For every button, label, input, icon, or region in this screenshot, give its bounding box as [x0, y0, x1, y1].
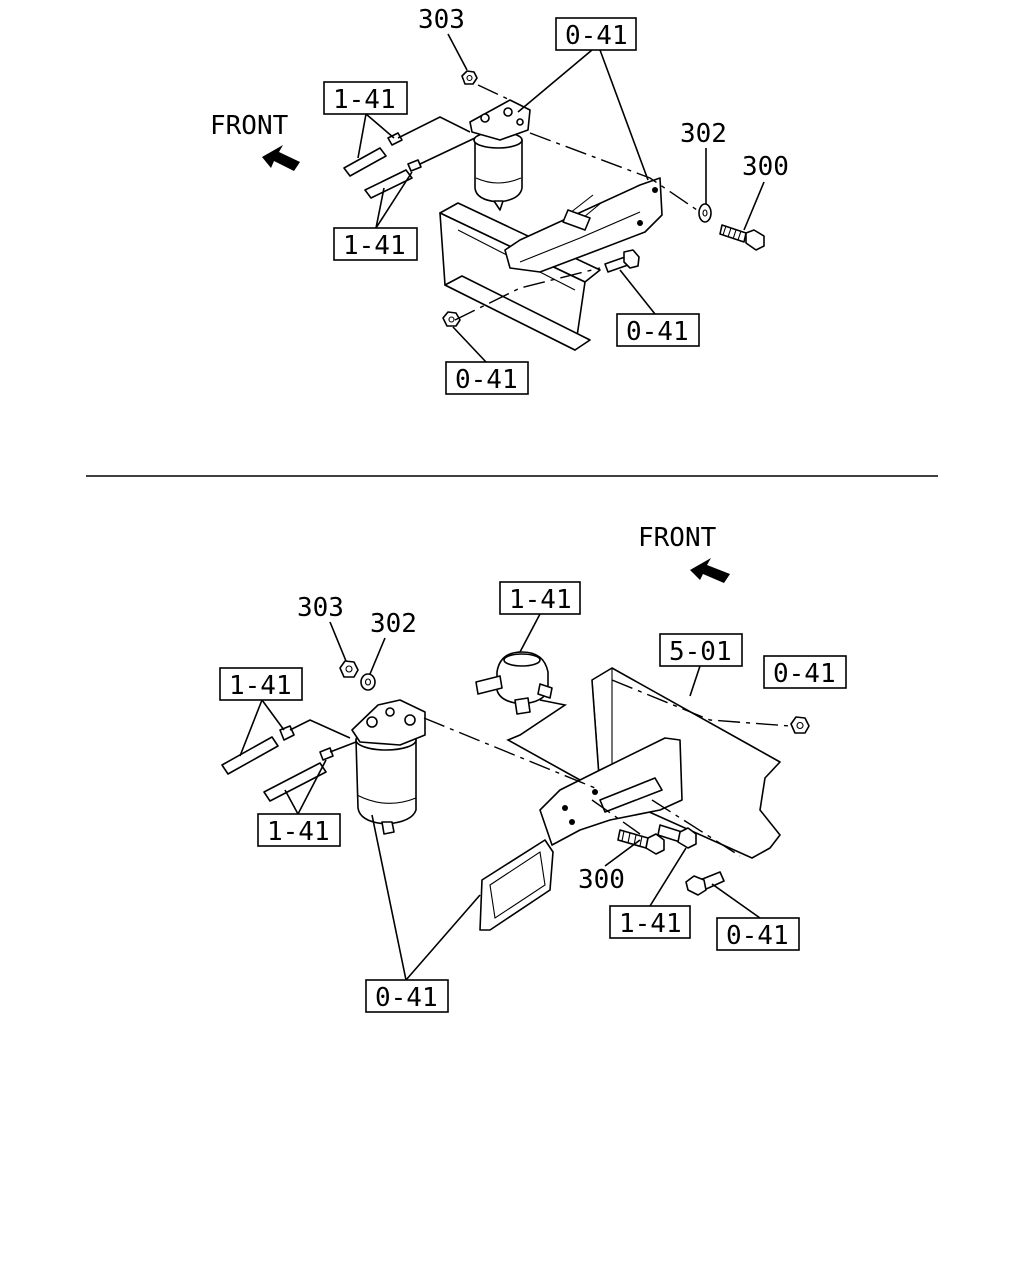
- upper-hose-a: [343, 132, 403, 177]
- upper-callout-300: 300: [742, 152, 789, 182]
- lower-hose-b: [263, 747, 334, 802]
- upper-front-arrow-icon: [262, 145, 300, 171]
- lower-dash-bolt: [591, 799, 641, 835]
- lower-bracket: [479, 737, 683, 931]
- upper-callout-302: 302: [680, 119, 727, 149]
- lower-box-141-top: [499, 581, 581, 615]
- lower-box-141-left-a-text: 1-41: [229, 671, 292, 701]
- upper-bolt-300-icon: [719, 224, 765, 251]
- upper-box-141-a-text: 1-41: [333, 85, 396, 115]
- lower-nut-303-icon: [339, 660, 359, 678]
- upper-leader-041-bottom: [452, 326, 487, 363]
- lower-leader-501: [689, 665, 701, 697]
- lower-leader-041-bottom: [371, 814, 481, 981]
- upper-leader-303: [447, 33, 468, 71]
- upper-front-label: FRONT: [210, 111, 289, 141]
- upper-box-041-right: [616, 313, 700, 347]
- upper-view: FRONT: [210, 5, 789, 395]
- upper-callout-303: 303: [418, 5, 465, 35]
- lower-box-041-right: [763, 655, 847, 689]
- lower-box-141-left-a: [219, 667, 303, 701]
- lower-callout-302: 302: [370, 609, 417, 639]
- lower-leader-302: [369, 637, 386, 675]
- upper-nut-lower-icon: [442, 311, 461, 327]
- upper-dash-302: [529, 132, 698, 211]
- lower-box-141-top-text: 1-41: [509, 585, 572, 615]
- upper-leader-300: [743, 181, 765, 231]
- lower-box-041-right-text: 0-41: [773, 659, 836, 689]
- lower-leader-300: [604, 839, 641, 867]
- lower-front-arrow-icon: [690, 558, 730, 583]
- upper-leader-141-a: [357, 113, 395, 159]
- lower-box-141-bottom-text: 1-41: [619, 909, 682, 939]
- lower-hose-a: [221, 725, 295, 775]
- lower-fuel-filter: [351, 699, 426, 835]
- lower-view: FRONT: [219, 523, 847, 1013]
- lower-box-141-left-b: [257, 813, 341, 847]
- lower-leader-141-left-b: [284, 759, 327, 815]
- upper-leader-141-b: [375, 171, 413, 229]
- lower-leader-141-bottom: [649, 847, 687, 907]
- lower-pump-line: [506, 699, 581, 781]
- upper-hose-b: [364, 159, 422, 199]
- lower-leader-303: [329, 621, 347, 662]
- lower-leader-141-left-a: [239, 699, 285, 757]
- lower-box-501: [659, 633, 743, 667]
- lower-bolt-141-icon: [657, 824, 697, 849]
- lower-callout-300: 300: [578, 865, 625, 895]
- lower-callout-303: 303: [297, 593, 344, 623]
- upper-box-141-b-text: 1-41: [343, 231, 406, 261]
- lower-dash-filter: [423, 717, 601, 791]
- lower-leader-141-top: [519, 613, 541, 653]
- upper-hose-line-1: [397, 116, 471, 139]
- lower-leader-041-bolt: [711, 883, 761, 919]
- lower-box-141-left-b-text: 1-41: [267, 817, 330, 847]
- upper-box-041-bottom-text: 0-41: [455, 365, 518, 395]
- upper-box-041-right-text: 0-41: [626, 317, 689, 347]
- upper-box-141-a: [323, 81, 408, 115]
- lower-box-041-bolt: [716, 917, 800, 951]
- lower-dash-frame: [611, 679, 791, 727]
- lower-bolt-300-icon: [617, 829, 665, 855]
- lower-bolt-041-icon: [685, 871, 725, 896]
- upper-box-041-top: [555, 17, 637, 51]
- lower-dash-bolt-2: [651, 799, 741, 857]
- upper-washer-302-icon: [698, 203, 712, 223]
- lower-box-501-text: 5-01: [669, 637, 732, 667]
- upper-nut-303-icon: [461, 70, 478, 85]
- lower-front-label: FRONT: [638, 523, 717, 553]
- lower-box-041-bolt-text: 0-41: [726, 921, 789, 951]
- upper-hose-line-2: [419, 137, 476, 165]
- upper-dash-nut: [454, 267, 601, 321]
- upper-bolt-rail-icon: [604, 249, 640, 273]
- lower-washer-302-icon: [360, 673, 376, 691]
- upper-connector: [562, 209, 591, 231]
- lower-nut-right-icon: [790, 716, 810, 734]
- upper-leader-041-right: [619, 269, 656, 315]
- lower-hose-line-1: [289, 719, 351, 739]
- upper-dash-303: [477, 84, 511, 101]
- lower-hose-line-2: [329, 741, 357, 753]
- lower-box-041-bottom-text: 0-41: [375, 983, 438, 1013]
- upper-box-141-b: [333, 227, 418, 261]
- upper-fuel-filter: [469, 99, 531, 211]
- lower-priming-pump: [475, 651, 553, 715]
- upper-box-041-top-text: 0-41: [565, 21, 628, 51]
- upper-box-041-bottom: [445, 361, 529, 395]
- upper-leader-041-top: [517, 49, 649, 181]
